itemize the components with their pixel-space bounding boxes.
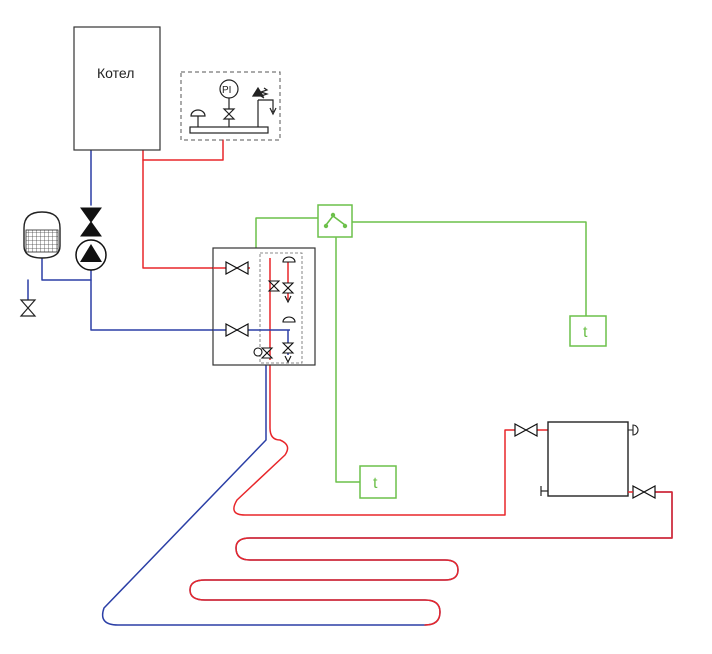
manifold-air-vent-bottom[interactable] — [281, 316, 296, 364]
temperature-sensor-floor[interactable] — [359, 465, 397, 499]
circulation-pump[interactable] — [75, 239, 107, 271]
temperature-sensor-room[interactable] — [569, 315, 607, 347]
supply-pipe-boiler — [142, 149, 226, 269]
manifold-air-vent-top[interactable] — [267, 256, 296, 304]
expansion-line — [27, 257, 92, 301]
boiler[interactable] — [73, 26, 161, 151]
radiator[interactable] — [547, 421, 629, 497]
shutoff-valve-return-manifold[interactable] — [225, 322, 249, 338]
manifold-box — [259, 252, 303, 364]
boiler-label: Котел — [97, 65, 134, 81]
radiator-air-vent — [628, 424, 639, 436]
safety-group-box — [180, 71, 281, 141]
return-pipe-pump — [90, 269, 226, 331]
supply-to-safety-group — [142, 139, 224, 161]
expansion-vessel[interactable] — [23, 211, 61, 259]
radiator-return-valve[interactable] — [632, 484, 656, 500]
safety-group[interactable] — [189, 79, 277, 134]
radiator-plug — [540, 486, 548, 496]
pressure-gauge-label: PI — [222, 85, 231, 96]
floor-loop-supply — [233, 361, 521, 516]
shutoff-valve-return[interactable] — [80, 207, 102, 237]
temperature-sensor-floor-label: t — [373, 475, 378, 492]
temperature-sensor-room-label: t — [583, 324, 588, 341]
radiator-supply-valve[interactable] — [514, 422, 538, 438]
control-wire-down — [335, 237, 361, 483]
floor-loop-serpentine — [189, 491, 673, 626]
drain-valve[interactable] — [19, 299, 37, 317]
controller[interactable] — [317, 204, 353, 238]
shutoff-valve-supply[interactable] — [225, 260, 249, 276]
mixing-valve[interactable] — [253, 347, 274, 359]
